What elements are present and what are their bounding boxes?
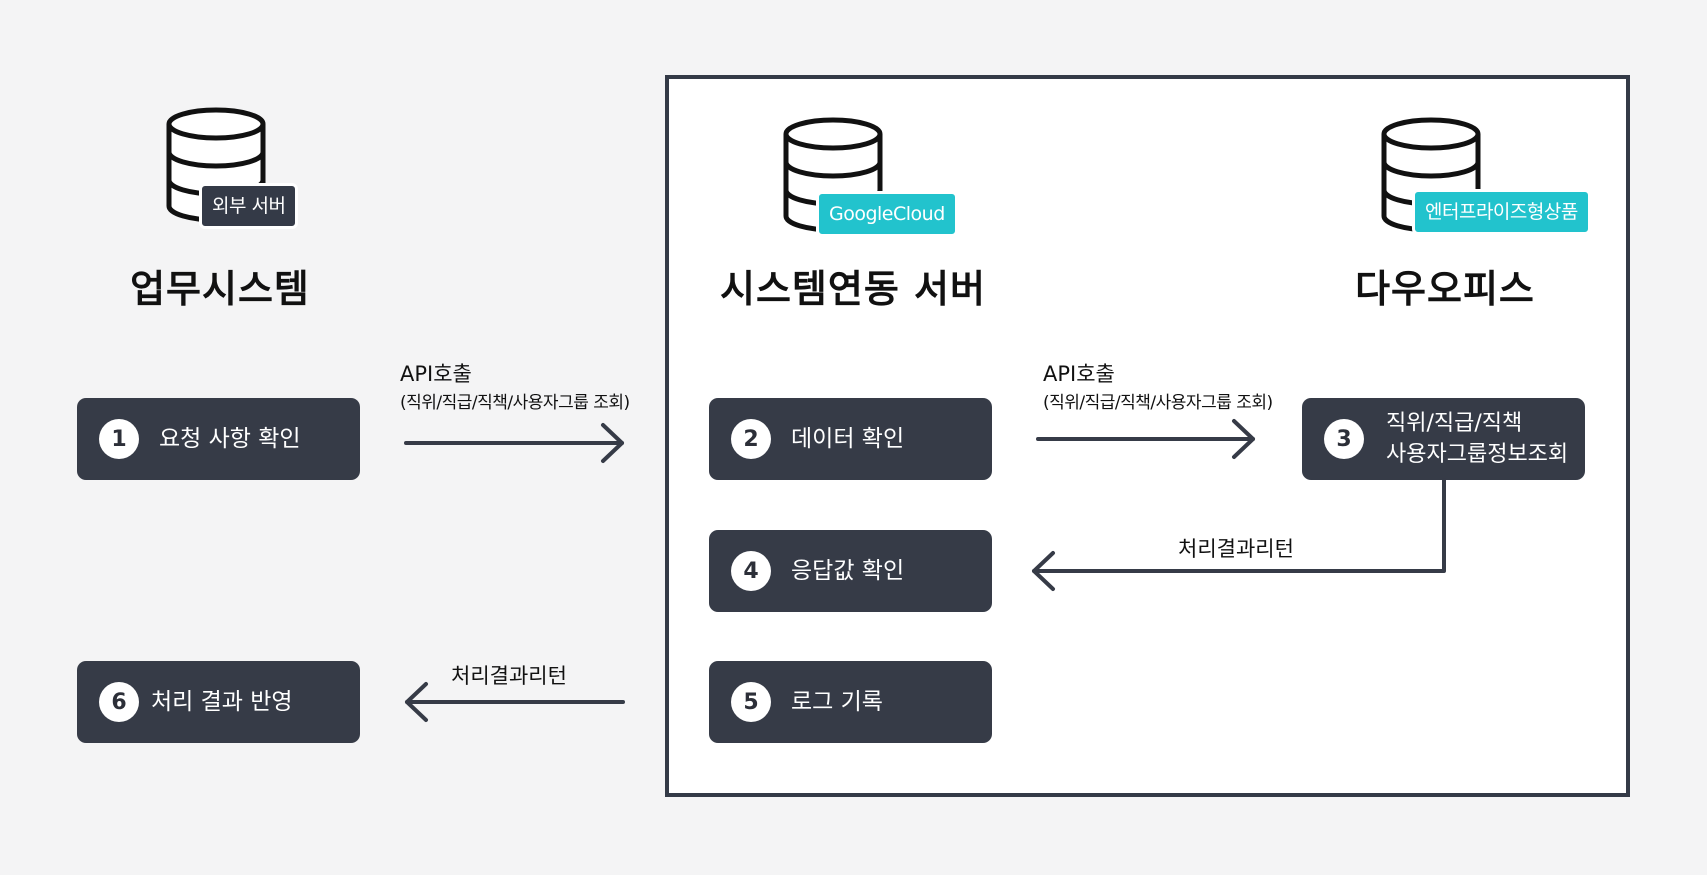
step-1-request-check: 1 요청 사항 확인 [77,398,360,480]
integration-server-title: 시스템연동 서버 [720,267,986,311]
external-server-badge: 외부 서버 [199,183,299,229]
step-number: 3 [1324,419,1364,459]
api-call-label-1: API호출 [400,362,472,386]
api-call-sublabel-1: (직위/직급/직책/사용자그룹 조회) [400,393,630,413]
step-label: 응답값 확인 [791,558,905,584]
step-4-response-check: 4 응답값 확인 [709,530,992,612]
return-label-2: 처리결과리턴 [451,664,567,688]
step-2-data-check: 2 데이터 확인 [709,398,992,480]
step-5-log-record: 5 로그 기록 [709,661,992,743]
step-number: 5 [731,682,771,722]
step-label: 로그 기록 [791,689,883,715]
api-call-label-2: API호출 [1043,362,1115,386]
step-number: 1 [99,419,139,459]
business-system-title: 업무시스템 [130,267,310,311]
step-number: 2 [731,419,771,459]
step-label: 데이터 확인 [791,426,905,452]
arrow-api-call-1 [404,423,624,463]
step-label: 요청 사항 확인 [159,426,301,452]
enterprise-product-badge: 엔터프라이즈형상품 [1412,189,1591,235]
step-label: 직위/직급/직책 사용자그룹정보조회 [1386,411,1569,467]
step-3-position-group-lookup: 3 직위/직급/직책 사용자그룹정보조회 [1302,398,1585,480]
api-call-sublabel-2: (직위/직급/직책/사용자그룹 조회) [1043,393,1273,413]
step-number: 6 [99,682,139,722]
return-label-1: 처리결과리턴 [1178,537,1294,561]
daou-office-title: 다우오피스 [1355,267,1535,311]
step-6-apply-result: 6 처리 결과 반영 [77,661,360,743]
step-number: 4 [731,551,771,591]
google-cloud-badge: GoogleCloud [816,191,958,237]
step-label: 처리 결과 반영 [151,689,293,715]
